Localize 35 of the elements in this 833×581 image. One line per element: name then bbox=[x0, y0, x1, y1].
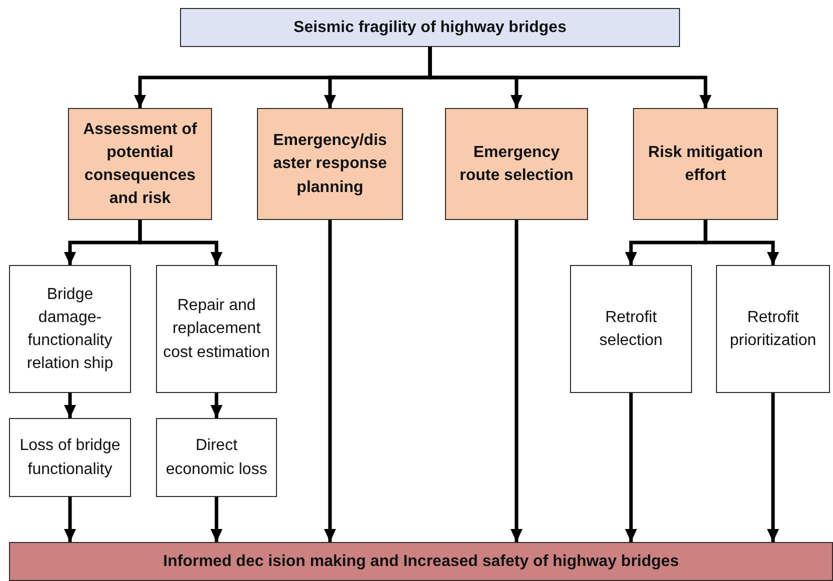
process-box bbox=[716, 265, 830, 393]
box-label: Seismic fragility of highway bridges bbox=[294, 18, 566, 38]
box-label: Emergency/dis aster response planning bbox=[272, 131, 388, 198]
process-box bbox=[257, 108, 403, 220]
process-box bbox=[9, 542, 833, 581]
arrow bbox=[324, 220, 336, 542]
process-box bbox=[156, 265, 277, 393]
arrow bbox=[210, 497, 222, 542]
arrow bbox=[138, 220, 222, 265]
arrow bbox=[210, 393, 222, 418]
box-label: Assessment of potential consequences and risk bbox=[82, 120, 198, 210]
process-box bbox=[180, 8, 680, 47]
process-box bbox=[570, 265, 692, 393]
process-box bbox=[445, 108, 588, 220]
process-box bbox=[9, 418, 131, 497]
arrow bbox=[704, 220, 779, 265]
box-label: Bridge damage-functionality relation ship bbox=[26, 284, 114, 374]
arrow bbox=[64, 497, 76, 542]
box-label: Direct economic loss bbox=[164, 436, 268, 480]
arrow bbox=[510, 220, 522, 542]
arrow bbox=[428, 47, 712, 108]
arrow bbox=[767, 393, 779, 542]
arrow bbox=[625, 393, 637, 542]
box-label: Retrofit selection bbox=[598, 308, 664, 351]
box-label: Emergency route selection bbox=[458, 142, 574, 186]
process-box bbox=[633, 108, 778, 220]
box-label: Loss of bridge functionality bbox=[18, 436, 122, 480]
process-box bbox=[68, 108, 212, 220]
process-box bbox=[9, 265, 131, 393]
box-label: Repair and replacement cost estimation bbox=[163, 296, 270, 363]
process-box bbox=[156, 418, 277, 497]
box-label: Retrofit prioritization bbox=[728, 308, 818, 351]
box-label: Risk mitigation effort bbox=[647, 142, 764, 186]
box-label: Informed dec ision making and Increased safety of highway bridges bbox=[163, 552, 679, 572]
arrow bbox=[64, 393, 76, 418]
